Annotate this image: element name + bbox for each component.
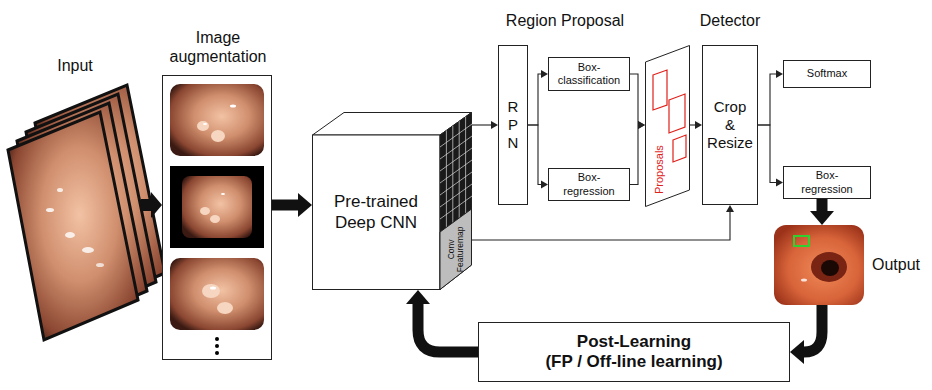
block-arrow-shaft xyxy=(804,305,822,352)
text-stack: Box- regression xyxy=(557,171,621,197)
connector-line xyxy=(758,125,776,183)
block-arrow-shaft xyxy=(817,199,828,212)
block-arrow-shaft xyxy=(272,200,299,211)
connector-line xyxy=(528,125,541,185)
block-arrow-head xyxy=(810,211,834,225)
rpn-box: R P N xyxy=(498,45,528,205)
connector-line xyxy=(630,125,638,185)
connector xyxy=(528,70,548,125)
section-label: Input xyxy=(30,57,120,75)
arrowhead xyxy=(491,121,498,129)
output-image xyxy=(774,225,864,305)
process-box: Box- regression xyxy=(548,168,630,201)
connector-line xyxy=(758,74,776,125)
block-arrow-head xyxy=(790,340,804,364)
box-label: Box- classification xyxy=(553,61,625,87)
arrowhead xyxy=(776,70,783,78)
post-learning-box: Post-Learning(FP / Off-line learning) xyxy=(478,322,790,382)
box-label: Softmax xyxy=(807,67,847,80)
panel-heading: Image augmentation xyxy=(158,28,278,76)
connector-line xyxy=(472,212,730,240)
augmented-images xyxy=(163,76,271,359)
out-node: Output xyxy=(774,225,864,305)
text-stack: Box- classification xyxy=(553,61,625,87)
section-label: Detector xyxy=(680,12,780,30)
block-arrow xyxy=(141,192,162,218)
process-box: Box- regression xyxy=(783,166,871,199)
prop-node: Proposals xyxy=(645,45,690,207)
cube-front-face: Pre-trained Deep CNN xyxy=(312,135,440,290)
block-arrow-connector xyxy=(272,193,312,217)
block-arrow-connector xyxy=(406,290,478,352)
box-label: Post-Learning xyxy=(577,332,691,352)
proposals-label: Proposals xyxy=(653,142,666,198)
arrowhead xyxy=(638,121,645,129)
section-label: Region Proposal xyxy=(490,12,640,30)
connector xyxy=(630,74,645,129)
process-box: Crop & Resize xyxy=(702,45,758,205)
connector xyxy=(758,70,783,125)
box-label: Crop & Resize xyxy=(707,98,753,152)
connector-line xyxy=(528,74,541,125)
block-arrow-head xyxy=(298,193,312,217)
text-stack: Box- regression xyxy=(795,169,859,195)
box-label: Box- regression xyxy=(795,169,859,195)
text-stack: Softmax xyxy=(807,67,847,80)
arrowhead xyxy=(541,181,548,189)
cnn-label: Pre-trained Deep CNN xyxy=(326,192,426,233)
connector xyxy=(472,205,734,240)
connector-line xyxy=(690,124,695,125)
text-stack: R P N xyxy=(508,98,519,152)
output-label: Output xyxy=(872,255,920,274)
box-label: R P N xyxy=(508,98,519,152)
text-stack: Crop & Resize xyxy=(707,98,753,152)
connector xyxy=(758,125,783,187)
connector xyxy=(528,125,548,189)
box-label: Box- regression xyxy=(557,171,621,197)
process-box: Box- classification xyxy=(548,57,630,91)
input-image-stack xyxy=(8,85,165,340)
connector xyxy=(630,121,645,185)
connector-line xyxy=(630,74,638,125)
arrowhead xyxy=(776,179,783,187)
connector-line xyxy=(472,124,491,125)
box-label: (FP / Off-line learning) xyxy=(545,352,722,372)
text-stack: Post-Learning(FP / Off-line learning) xyxy=(545,332,722,373)
panel-node: Image augmentation xyxy=(162,75,272,360)
arrowhead xyxy=(695,121,702,129)
proposals-sheet xyxy=(645,45,690,207)
block-arrow-shaft xyxy=(418,304,478,352)
arrowhead xyxy=(726,205,734,212)
featuremap-label: Conv Featuremap xyxy=(447,224,466,274)
cnn-node: Pre-trained Deep CNN Conv Featuremap xyxy=(312,112,472,290)
block-arrow-head xyxy=(406,290,430,304)
process-box: Softmax xyxy=(783,60,871,88)
arrowhead xyxy=(541,70,548,78)
arrowhead xyxy=(638,121,645,129)
connector xyxy=(690,121,702,129)
block-arrow-connector xyxy=(810,199,834,225)
block-arrow-connector xyxy=(790,305,822,364)
connector xyxy=(472,121,498,129)
